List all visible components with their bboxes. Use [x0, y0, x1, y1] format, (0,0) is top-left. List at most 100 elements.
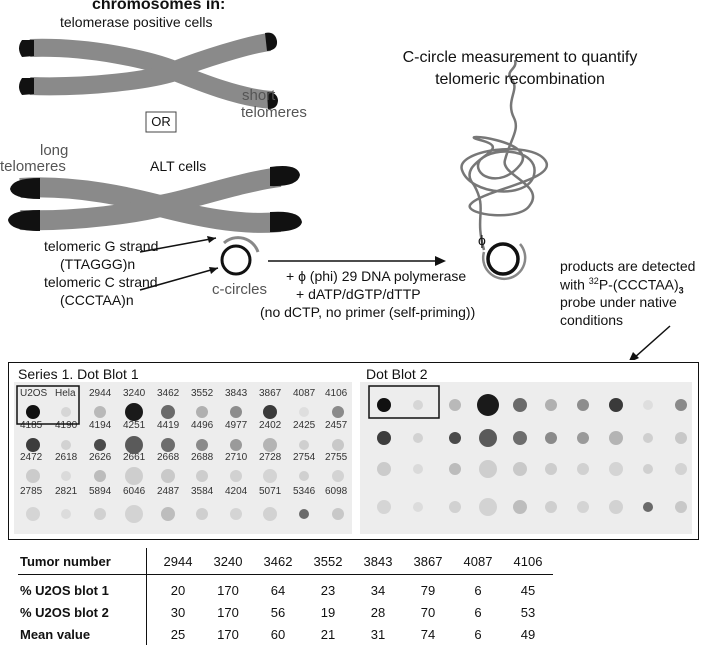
- chromosome-short-telomeres: [19, 32, 278, 109]
- blot-dot: [94, 470, 106, 482]
- tumor-number: 4106: [503, 548, 553, 575]
- chromosome-long-telomeres: [8, 166, 302, 233]
- blot-dot: [230, 439, 242, 451]
- blot-dot: [479, 460, 497, 478]
- dot-blot-2-title: Dot Blot 2: [366, 366, 428, 382]
- blot-dot: [513, 500, 527, 514]
- c-strand-label: telomeric C strand: [44, 274, 158, 290]
- blot-dot: [26, 405, 40, 419]
- alt-cells-label: ALT cells: [150, 158, 207, 174]
- tumor-number: 3552: [303, 548, 353, 575]
- blot-dot: [377, 398, 391, 412]
- blot-dot: [545, 399, 557, 411]
- blot-dot: [61, 440, 71, 450]
- c-circles-label: c-circles: [212, 281, 267, 298]
- blot-sample-label: 4496: [191, 420, 214, 431]
- dot-blot-1: [14, 382, 352, 534]
- blot-dot: [299, 407, 309, 417]
- blot-sample-label: 2402: [259, 420, 282, 431]
- results-table: Tumor number 2944 3240 3462 3552 3843 38…: [18, 548, 553, 645]
- blot-dot: [94, 439, 106, 451]
- blot-sample-label: 3552: [191, 388, 214, 399]
- blot-dot: [230, 406, 242, 418]
- blot-dot: [413, 433, 423, 443]
- blot-dot: [577, 501, 589, 513]
- blot-sample-label: 4190: [55, 420, 78, 431]
- method-title-line1: C-circle measurement to quantify: [402, 49, 638, 66]
- blot-dot: [479, 429, 497, 447]
- dot-blot-1-title: Series 1. Dot Blot 1: [18, 366, 139, 382]
- products-line4: conditions: [560, 312, 624, 328]
- blot-dot: [61, 471, 71, 481]
- blot-sample-label: 4204: [225, 486, 248, 497]
- blot-dot: [26, 469, 40, 483]
- diagram-graphics: [8, 32, 671, 360]
- blot-sample-label: 3462: [157, 388, 180, 399]
- blot-dot: [161, 438, 175, 452]
- blot-dot: [263, 405, 277, 419]
- blot-sample-label: 3240: [123, 388, 146, 399]
- blot-dot: [477, 394, 499, 416]
- blot-sample-label: 4251: [123, 420, 146, 431]
- blot-dot: [449, 399, 461, 411]
- blot-dot: [479, 498, 497, 516]
- blot-dot: [643, 400, 653, 410]
- tumor-number: 3843: [353, 548, 403, 575]
- reaction-line2: + dATP/dGTP/dTTP: [296, 286, 421, 302]
- blot-dot: [161, 405, 175, 419]
- blot-sample-label: U2OS: [20, 388, 48, 399]
- blot-sample-label: 4106: [325, 388, 348, 399]
- blot-dot: [675, 501, 687, 513]
- tumor-number: 3240: [203, 548, 253, 575]
- blot-dot: [577, 432, 589, 444]
- blot-dot: [299, 440, 309, 450]
- blot-sample-label: 4977: [225, 420, 248, 431]
- blot-sample-label: 2618: [55, 452, 78, 463]
- blot-sample-label: Hela: [55, 388, 76, 399]
- tumor-number: 4087: [453, 548, 503, 575]
- blot-dot: [94, 406, 106, 418]
- blot-sample-label: 2710: [225, 452, 248, 463]
- blot-dot: [196, 406, 208, 418]
- blot-sample-label: 5071: [259, 486, 282, 497]
- chromosomes-heading: chromosomes in:: [92, 0, 226, 13]
- or-label: OR: [151, 114, 171, 129]
- blot-dot: [513, 462, 527, 476]
- blot-dot: [332, 470, 344, 482]
- long-label-2: telomeres: [0, 158, 66, 175]
- blot-dot: [609, 431, 623, 445]
- blot-sample-label: 2457: [325, 420, 348, 431]
- blot-sample-label: 6098: [325, 486, 348, 497]
- blot-sample-label: 2754: [293, 452, 316, 463]
- blot-dot: [230, 470, 242, 482]
- blot-dot: [161, 507, 175, 521]
- blot-dot: [196, 508, 208, 520]
- blot-dot: [332, 406, 344, 418]
- blot-dot: [449, 501, 461, 513]
- blot-sample-label: 4185: [20, 420, 43, 431]
- blot-dot: [94, 508, 106, 520]
- table-header-row: Tumor number 2944 3240 3462 3552 3843 38…: [18, 548, 553, 575]
- blot-dot: [196, 439, 208, 451]
- tumor-number: 3867: [403, 548, 453, 575]
- blot-dot: [413, 502, 423, 512]
- short-label: short: [242, 87, 276, 104]
- table-header-label: Tumor number: [18, 548, 147, 575]
- blot-dot: [125, 467, 143, 485]
- blot-sample-label: 6046: [123, 486, 146, 497]
- blot-dot: [26, 438, 40, 452]
- c-strand-seq: (CCCTAA)n: [60, 292, 134, 308]
- blot-dot: [332, 508, 344, 520]
- blot-dot: [263, 507, 277, 521]
- blot-sample-label: 5894: [89, 486, 112, 497]
- products-line2: with 32P-(CCCTAA)3: [560, 276, 684, 296]
- blot-dot: [643, 464, 653, 474]
- blot-dot: [263, 469, 277, 483]
- blot-sample-label: 2688: [191, 452, 214, 463]
- blot-dot: [125, 505, 143, 523]
- blot-dot: [161, 469, 175, 483]
